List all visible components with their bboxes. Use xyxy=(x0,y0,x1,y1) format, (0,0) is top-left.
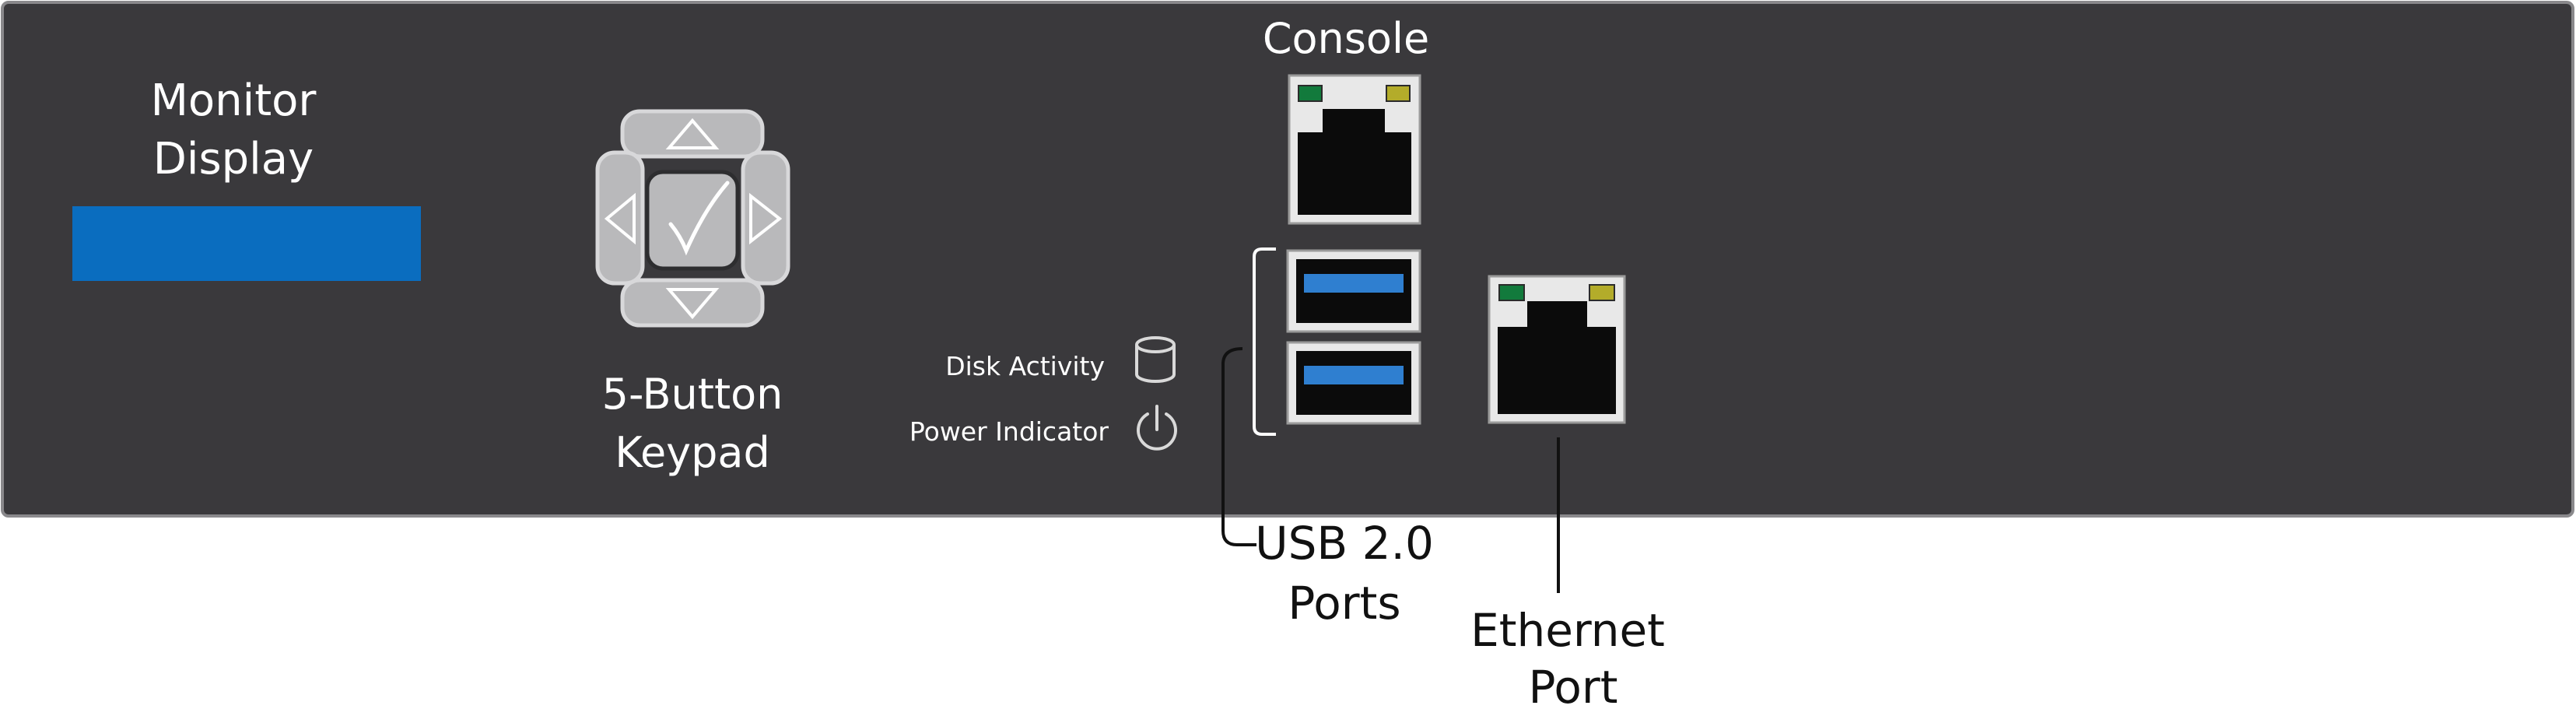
checkmark-icon xyxy=(668,181,730,256)
power-indicator-label: Power Indicator xyxy=(909,416,1109,447)
usb-port-bottom xyxy=(1286,341,1421,425)
monitor-display-label-line2: Display xyxy=(153,134,314,184)
monitor-display-label-line1: Monitor xyxy=(151,75,317,126)
usb-ports-label-line1: USB 2.0 xyxy=(1255,517,1434,570)
ethernet-port-label-line1: Ethernet xyxy=(1470,604,1665,657)
ethernet-port-label-line2: Port xyxy=(1529,661,1618,714)
keypad-label-line1: 5-Button xyxy=(602,370,783,419)
usb-callout-line xyxy=(1221,347,1256,546)
keypad-left-button[interactable] xyxy=(595,150,645,286)
usb-bracket xyxy=(1253,247,1276,436)
five-button-keypad xyxy=(595,109,790,328)
console-label: Console xyxy=(1263,14,1429,63)
usb-ports-label-line2: Ports xyxy=(1288,577,1400,630)
ethernet-led-yellow xyxy=(1589,284,1615,301)
power-icon xyxy=(1137,405,1177,451)
console-port xyxy=(1288,74,1421,225)
console-led-green xyxy=(1298,85,1323,102)
disk-activity-label: Disk Activity xyxy=(945,351,1105,381)
disk-cylinder-icon xyxy=(1135,336,1176,383)
up-arrow-icon xyxy=(665,118,720,149)
console-led-yellow xyxy=(1386,85,1411,102)
keypad-right-button[interactable] xyxy=(741,150,790,286)
down-arrow-icon xyxy=(665,288,720,320)
usb-port-top xyxy=(1286,249,1421,333)
ethernet-port xyxy=(1488,275,1626,424)
ethernet-led-green xyxy=(1498,284,1525,301)
keypad-up-button[interactable] xyxy=(620,109,765,159)
keypad-label-line2: Keypad xyxy=(615,428,770,477)
monitor-display xyxy=(72,206,421,281)
keypad-down-button[interactable] xyxy=(620,278,765,328)
left-arrow-icon xyxy=(604,192,636,245)
right-arrow-icon xyxy=(749,192,783,245)
